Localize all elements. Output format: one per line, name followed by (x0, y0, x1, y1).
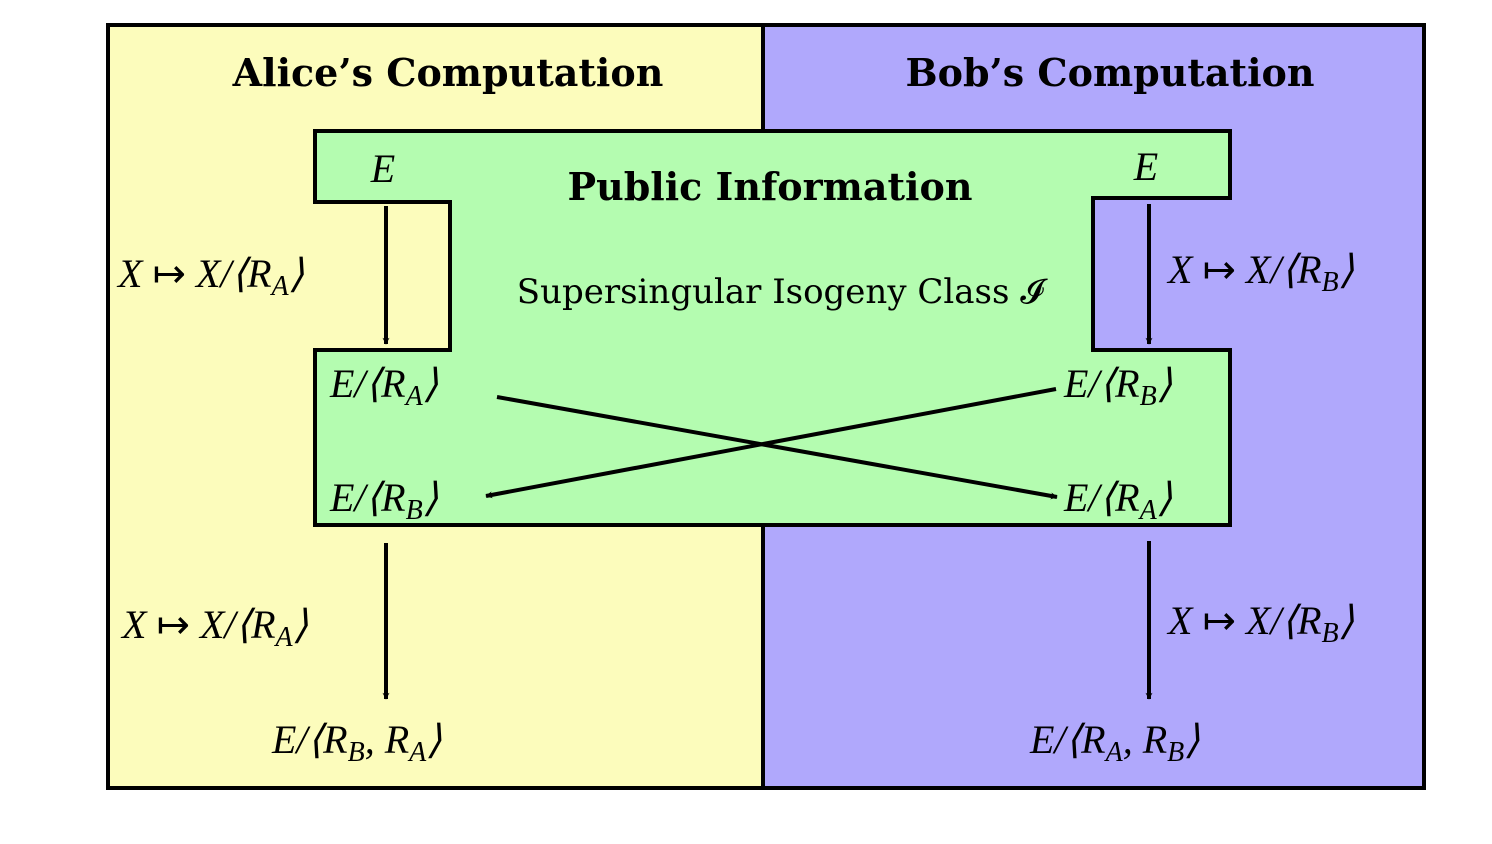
public-title: Public Information (568, 164, 973, 209)
alice-public-curve: E/⟨RA⟩ (329, 361, 439, 412)
bob-received-curve: E/⟨RA⟩ (1063, 475, 1173, 526)
alice-curve-e: E (370, 146, 395, 191)
bob-title: Bob’s Computation (905, 50, 1314, 95)
exchange-arrow-bob-to-alice (485, 387, 1057, 499)
public-subtitle: Supersingular Isogeny Class 𝓘 (517, 272, 1048, 312)
bob-curve-e: E (1133, 144, 1158, 189)
public-information-region (313, 129, 1232, 527)
exchange-arrow-alice-to-bob (496, 395, 1058, 500)
bob-public-curve: E/⟨RB⟩ (1063, 361, 1173, 412)
alice-title: Alice’s Computation (232, 50, 664, 95)
alice-received-curve: E/⟨RB⟩ (329, 475, 439, 526)
